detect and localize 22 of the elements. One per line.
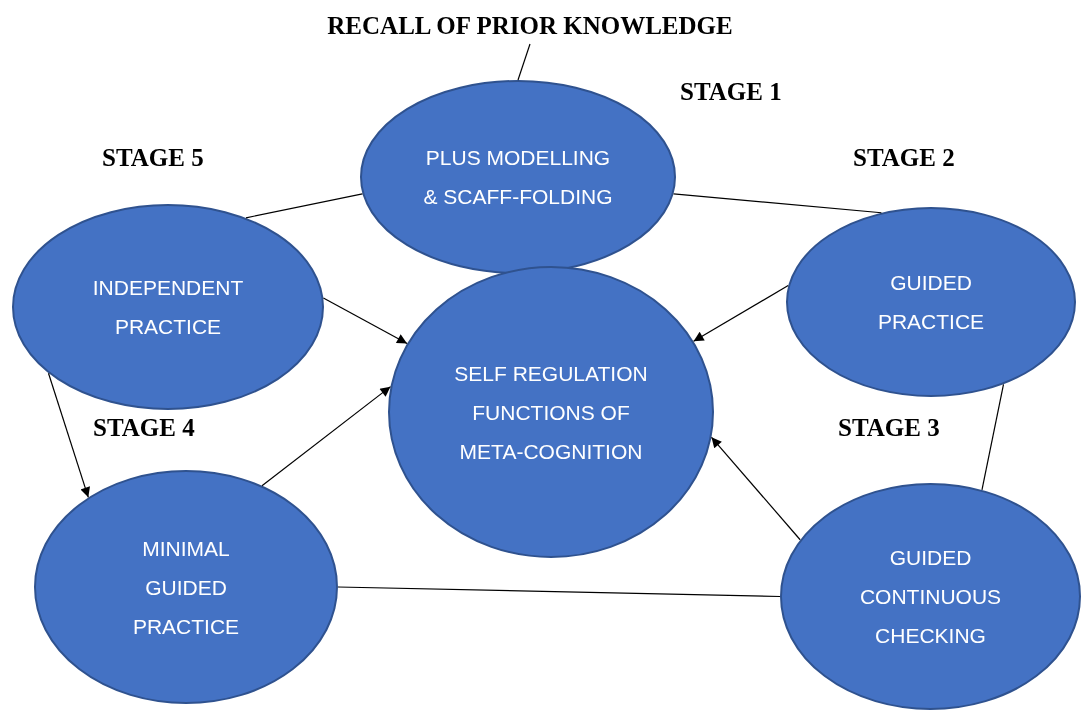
stage-label: STAGE 5	[102, 144, 204, 172]
arrow	[47, 372, 90, 498]
connector-line	[673, 193, 882, 214]
stage-text: SELF REGULATION FUNCTIONS OF META-COGNITION	[453, 360, 649, 465]
stage-label: STAGE 1	[680, 78, 782, 106]
connector-line	[981, 383, 1005, 491]
arrow	[261, 386, 392, 487]
connector-line	[337, 586, 781, 598]
arrow	[322, 297, 408, 345]
arrow	[710, 436, 801, 541]
stage-text: INDEPENDENT PRACTICE	[91, 275, 245, 340]
stage-text: GUIDED CONTINUOUS CHECKING	[858, 545, 1003, 649]
stage-text: GUIDED PRACTICE	[876, 270, 986, 335]
stage-label: STAGE 2	[853, 144, 955, 172]
stage-label: STAGE 3	[838, 414, 940, 442]
connector-line	[517, 43, 531, 81]
heading-text: RECALL OF PRIOR KNOWLEDGE	[327, 12, 733, 40]
stage-text: MINIMAL GUIDED PRACTICE	[131, 535, 241, 640]
arrow	[692, 284, 789, 342]
stage-text: PLUS MODELLING & SCAFF-FOLDING	[423, 145, 613, 210]
stage-label: STAGE 4	[93, 414, 195, 442]
connector-line	[245, 193, 363, 219]
